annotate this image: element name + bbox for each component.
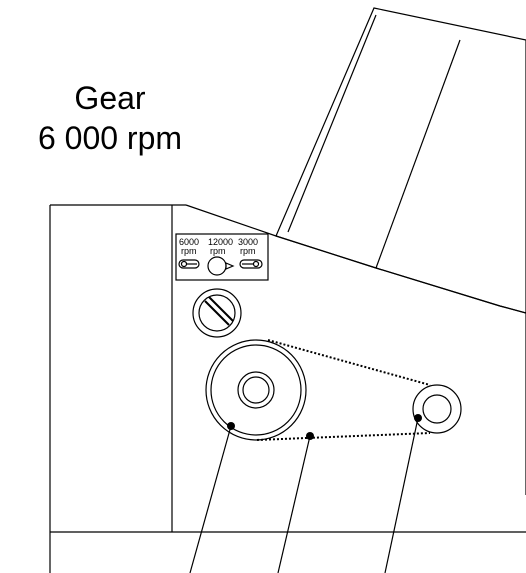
callouts [189,414,422,573]
speed-selector-panel: 6000 rpm 12000 rpm 3000 rpm [175,233,269,281]
gear-speed: 6 000 rpm [37,120,183,156]
adjust-knob-icon[interactable] [192,288,242,338]
slot-right-icon [239,259,263,269]
belt-drive [205,339,462,441]
slot-left-icon [178,259,200,269]
speed-label-12000: 12000 [208,237,233,247]
large-pulley [205,339,307,441]
speed-label-3000: 3000 [238,237,258,247]
hopper-guard [275,7,526,314]
selector-knob-icon[interactable] [207,256,227,276]
speed-unit-6000: rpm [181,246,197,256]
speed-unit-12000: rpm [210,246,226,256]
small-pulley [412,384,462,434]
gear-title: Gear [74,80,146,116]
machine-body [49,204,526,573]
speed-label-6000: 6000 [179,237,199,247]
speed-unit-3000: rpm [240,246,256,256]
